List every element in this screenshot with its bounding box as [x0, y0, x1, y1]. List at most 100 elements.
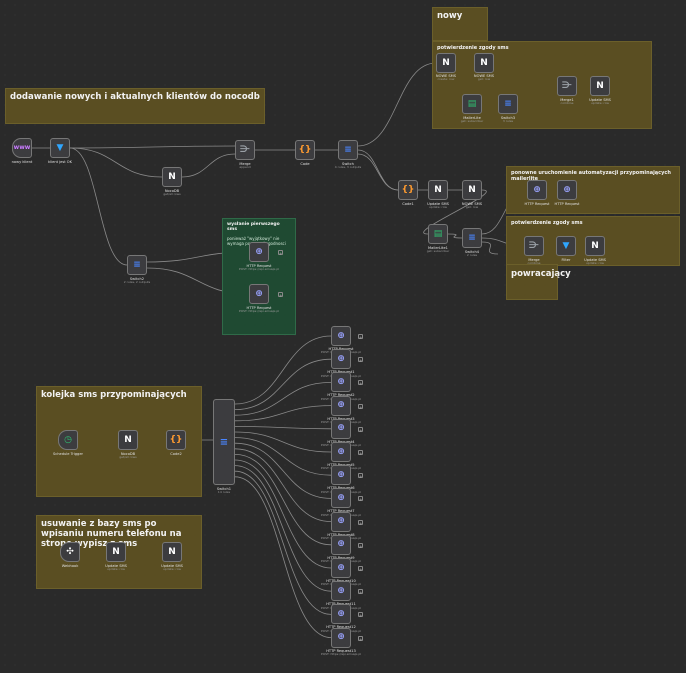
add-node-button[interactable]: +: [358, 496, 363, 503]
add-node-button[interactable]: +: [278, 250, 283, 256]
code-node[interactable]: {}: [295, 140, 315, 160]
http-request-node[interactable]: ⊕: [331, 627, 351, 648]
nocodb-node[interactable]: N: [162, 167, 182, 187]
webhook-node[interactable]: ✣: [60, 542, 80, 562]
connection-wire: [234, 358, 332, 410]
globe-icon: ⊕: [337, 539, 345, 550]
node-label: nowy klient: [11, 160, 33, 164]
add-node-button[interactable]: +: [358, 635, 363, 642]
http-request-node[interactable]: ⊕: [527, 180, 547, 200]
globe-icon: ⊕: [563, 184, 571, 195]
mailerlite1-node[interactable]: ▤: [428, 224, 448, 244]
nocodb-node[interactable]: N: [590, 76, 610, 96]
clock-icon: ◷: [64, 434, 72, 445]
nocodb-node[interactable]: N: [585, 236, 605, 256]
switch3-node[interactable]: ≡: [498, 94, 518, 114]
http-request-node[interactable]: ⊕: [331, 604, 351, 625]
sticky-powracajacy[interactable]: powracający: [506, 264, 571, 300]
http-request-node[interactable]: ⊕: [331, 534, 351, 555]
http-request-node[interactable]: ⊕: [331, 395, 351, 416]
globe-icon: ⊕: [337, 608, 345, 619]
http-request-node[interactable]: ⊕: [331, 511, 351, 532]
nocodb-icon: N: [434, 184, 442, 195]
http-request-node[interactable]: ⊕: [331, 349, 351, 370]
code1-node[interactable]: {}: [398, 180, 418, 200]
globe-icon: ⊕: [533, 184, 541, 195]
add-node-button[interactable]: +: [358, 403, 363, 410]
add-node-button[interactable]: +: [358, 473, 363, 480]
merge1-node[interactable]: ⋺: [557, 76, 577, 96]
http-request-node[interactable]: ⊕: [331, 418, 351, 439]
http-request-node[interactable]: ⊕: [331, 442, 351, 462]
http-request-node[interactable]: ⊕: [249, 242, 269, 262]
add-node-button[interactable]: +: [358, 426, 363, 433]
http-request-node[interactable]: ⊕: [331, 465, 351, 486]
nocodb-node[interactable]: N: [436, 53, 456, 73]
nocodb-node[interactable]: N: [118, 430, 138, 450]
http-request-node[interactable]: ⊕: [557, 180, 577, 200]
connection-wire: [234, 382, 332, 416]
webhook-trigger-node[interactable]: www: [12, 138, 32, 158]
sticky-dodawanie[interactable]: dodawanie nowych i aktualnych klientów d…: [5, 88, 265, 124]
filter-node[interactable]: ▼: [50, 138, 70, 158]
sticky-nowy[interactable]: nowy: [432, 7, 488, 41]
http-request-node[interactable]: ⊕: [331, 326, 351, 346]
merge-icon: ⋺: [528, 240, 540, 251]
node-label: Code2: [170, 452, 182, 456]
nocodb-node[interactable]: N: [428, 180, 448, 200]
globe-icon: ⊕: [337, 376, 345, 387]
switch1-node[interactable]: ≡: [213, 399, 235, 485]
switch4-node[interactable]: ≡: [462, 228, 482, 248]
http-request-node[interactable]: ⊕: [331, 581, 351, 602]
globe-icon: ⊕: [337, 492, 345, 503]
add-node-button[interactable]: +: [358, 566, 363, 572]
add-node-button[interactable]: +: [358, 334, 363, 340]
nocodb-node[interactable]: N: [162, 542, 182, 562]
sticky-wyslanie-pierwszego-sms[interactable]: wysłanie pierwszego sms ponieważ "wyjątk…: [222, 218, 296, 335]
nocodb-icon: N: [168, 171, 176, 182]
schedule-trigger-node[interactable]: ◷: [58, 430, 78, 450]
merge-node[interactable]: ⋺: [235, 140, 255, 160]
switch2-node[interactable]: ≡: [127, 255, 147, 275]
http-request-node[interactable]: ⊕: [331, 558, 351, 578]
connection-wire: [69, 145, 236, 149]
nocodb-icon: N: [468, 184, 476, 195]
http-request-node[interactable]: ⊕: [331, 372, 351, 393]
add-node-button[interactable]: +: [358, 519, 363, 526]
sticky-title: nowy: [437, 11, 463, 21]
sticky-title: wysłanie pierwszego sms: [227, 222, 280, 233]
connection-wire: [69, 147, 163, 178]
add-node-button[interactable]: +: [278, 292, 283, 298]
merge-icon: ⋺: [239, 144, 251, 155]
nocodb-node[interactable]: N: [474, 53, 494, 73]
nocodb-node[interactable]: N: [106, 542, 126, 562]
http-request-node[interactable]: ⊕: [331, 488, 351, 509]
globe-icon: ⊕: [337, 585, 345, 596]
add-node-button[interactable]: +: [358, 589, 363, 596]
add-node-button[interactable]: +: [358, 542, 363, 549]
globe-icon: ⊕: [255, 246, 263, 257]
nocodb-icon: N: [442, 57, 450, 68]
add-node-button[interactable]: +: [358, 612, 363, 619]
switch-node[interactable]: ≡: [338, 140, 358, 160]
mailerlite-node[interactable]: ▤: [462, 94, 482, 114]
filter-node[interactable]: ▼: [556, 236, 576, 256]
merge-node[interactable]: ⋺: [524, 236, 544, 256]
http-request-node[interactable]: ⊕: [249, 284, 269, 304]
nocodb-node[interactable]: N: [462, 180, 482, 200]
add-node-button[interactable]: +: [358, 450, 363, 456]
add-node-button[interactable]: +: [358, 357, 363, 364]
code2-node[interactable]: {}: [166, 430, 186, 450]
add-node-button[interactable]: +: [358, 380, 363, 387]
sticky-potwierdzenie-zgody-1[interactable]: potwierdzenie zgody sms: [432, 41, 652, 129]
